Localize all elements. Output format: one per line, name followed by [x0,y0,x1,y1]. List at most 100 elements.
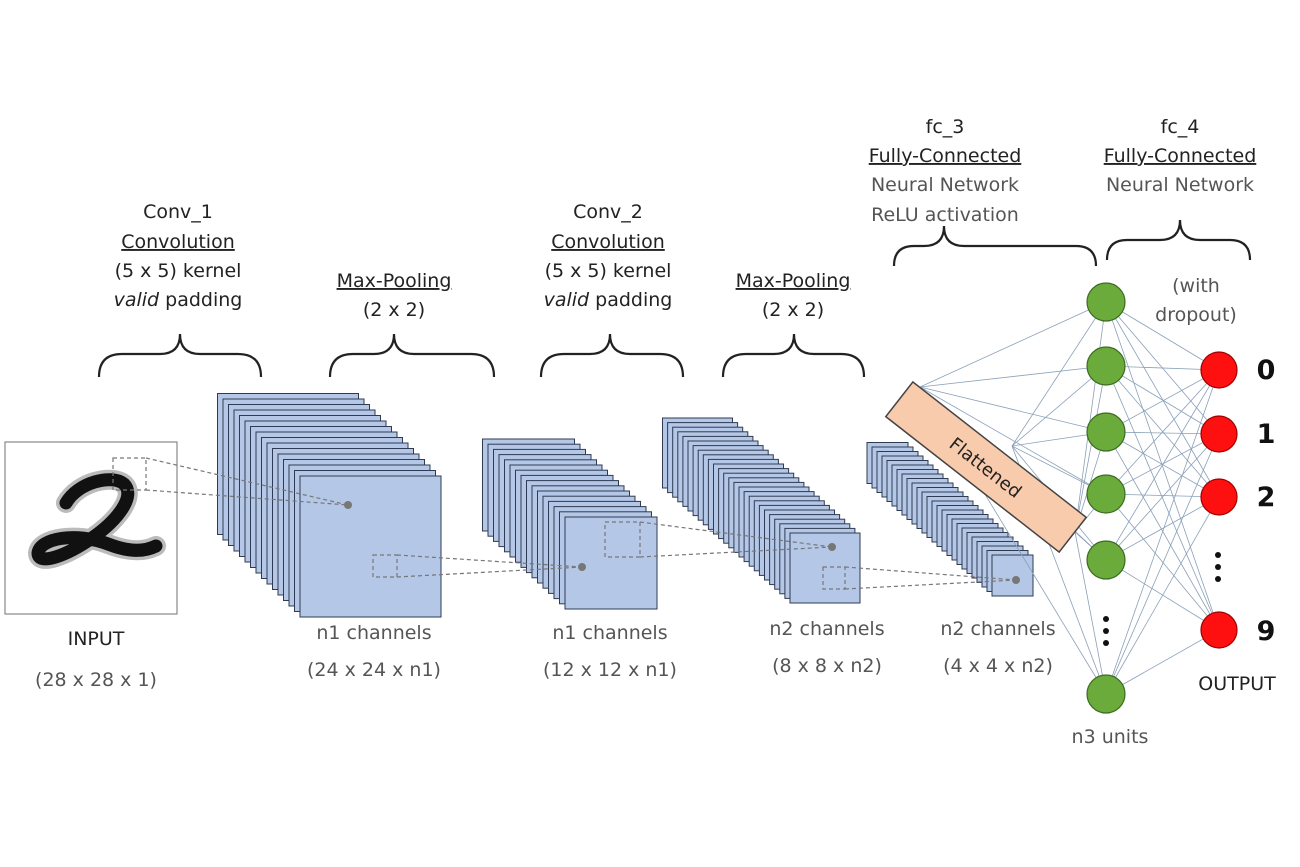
ellipsis-dot [1103,616,1109,622]
input-dims: (28 x 28 x 1) [35,669,157,691]
conv2-padding-rest: padding [589,289,672,311]
connection-line [1011,301,1107,447]
input-label: INPUT [68,628,125,650]
connection-line [1105,369,1220,433]
connection-line [1074,365,1107,533]
connection-line [1105,301,1220,371]
projection-line [844,579,1017,590]
conv1-type: Convolution [121,231,235,253]
fc3-hidden-nodes [1086,282,1126,714]
input-receptive-field [112,457,147,491]
ellipsis-dot [1103,640,1109,646]
output-class-label: 1 [1257,419,1276,450]
fc3-name: fc_3 [926,116,965,138]
conv1-channels: n1 channels [316,622,431,644]
pool2-heading: Max-Pooling (2 x 2) [736,270,851,321]
projection-dot [578,563,586,571]
pool2-size: (2 x 2) [762,299,824,321]
output-class-label: 9 [1257,616,1276,647]
conv1-feature-map [299,475,442,618]
pool1-dims: (12 x 12 x n1) [543,659,677,681]
output-node [1200,478,1238,516]
hidden-node [1086,346,1126,386]
conv1-brace [97,333,263,378]
projection-dot [828,543,836,551]
output-class-labels: 0 1 2 9 [1257,355,1276,647]
conv1-feature-maps [217,393,442,618]
connection-line [1105,493,1220,631]
connection-line [1011,365,1107,447]
conv2-padding-em: valid [544,289,590,311]
connection-line [1074,301,1107,533]
conv1-name: Conv_1 [143,201,213,223]
conv1-kernel: (5 x 5) kernel [115,260,242,282]
conv1-padding-em: valid [114,289,160,311]
hidden-node [1086,282,1126,322]
conv2-dims: (8 x 8 x n2) [772,655,882,677]
pool1-kernel-window [604,521,641,558]
conv2-channels: n2 channels [769,618,884,640]
connection-line [1105,301,1220,498]
conv2-pool-window [822,566,846,590]
conv1-pool-window [372,554,398,578]
conv1-padding: valid padding [114,289,243,311]
connection-line [919,365,1107,388]
layer-braces [97,219,1252,378]
ellipsis-dot [1215,576,1221,582]
output-label: OUTPUT [1198,673,1276,695]
conv2-name: Conv_2 [573,201,643,223]
conv1-padding-rest: padding [159,289,242,311]
connection-line [1105,496,1220,695]
pool1-brace [328,333,496,378]
projection-line [396,554,583,568]
projection-dot [1012,576,1020,584]
pool1-feature-map [564,516,658,610]
connection-line [1105,369,1220,495]
hidden-node [1086,474,1126,514]
connection-line [1105,365,1220,435]
output-class-label: 0 [1257,355,1276,386]
fc4-name: fc_4 [1161,116,1200,138]
output-node [1200,415,1238,453]
fc3-units: n3 units [1072,726,1149,748]
connection-line [1105,365,1220,631]
connection-line [1105,369,1220,561]
projection-line [844,566,1017,581]
output-node [1200,351,1238,389]
ellipsis-dot [1215,564,1221,570]
connection-line [919,386,1107,495]
connection-line [1105,496,1220,561]
hidden-ellipsis [1103,616,1109,646]
handwritten-digit-two [27,469,166,569]
flattened-bar-shape [884,380,1088,554]
connection-line [919,301,1107,388]
conv2-kernel: (5 x 5) kernel [545,260,672,282]
connection-line [1105,301,1220,631]
conv2-feature-map [789,532,861,604]
pool2-dims: (4 x 4 x n2) [943,655,1053,677]
output-ellipsis [1215,552,1221,582]
connection-line [1105,629,1220,695]
conv2-brace [539,333,685,378]
projection-line [639,521,833,548]
conv2-heading: Conv_2 Convolution (5 x 5) kernel valid … [544,201,673,311]
hidden-node [1086,674,1126,714]
output-node [1200,611,1238,649]
conv2-feature-maps [662,417,861,604]
connection-line [919,386,1107,433]
fc3-brace [892,225,1098,267]
fc4-brace [1105,219,1252,261]
receptive-field-projections [145,457,1017,590]
connection-line [1074,531,1107,695]
pool2-feature-map [991,554,1034,597]
conv2-padding: valid padding [544,289,673,311]
conv1-heading: Conv_1 Convolution (5 x 5) kernel valid … [114,201,243,311]
fc3-activation: ReLU activation [871,204,1019,226]
projection-line [145,489,349,506]
input-image [4,441,178,615]
output-class-label: 2 [1257,482,1276,513]
conv1-dims: (24 x 24 x n1) [307,659,441,681]
connection-line [1105,433,1220,561]
pool1-type: Max-Pooling [337,270,452,292]
